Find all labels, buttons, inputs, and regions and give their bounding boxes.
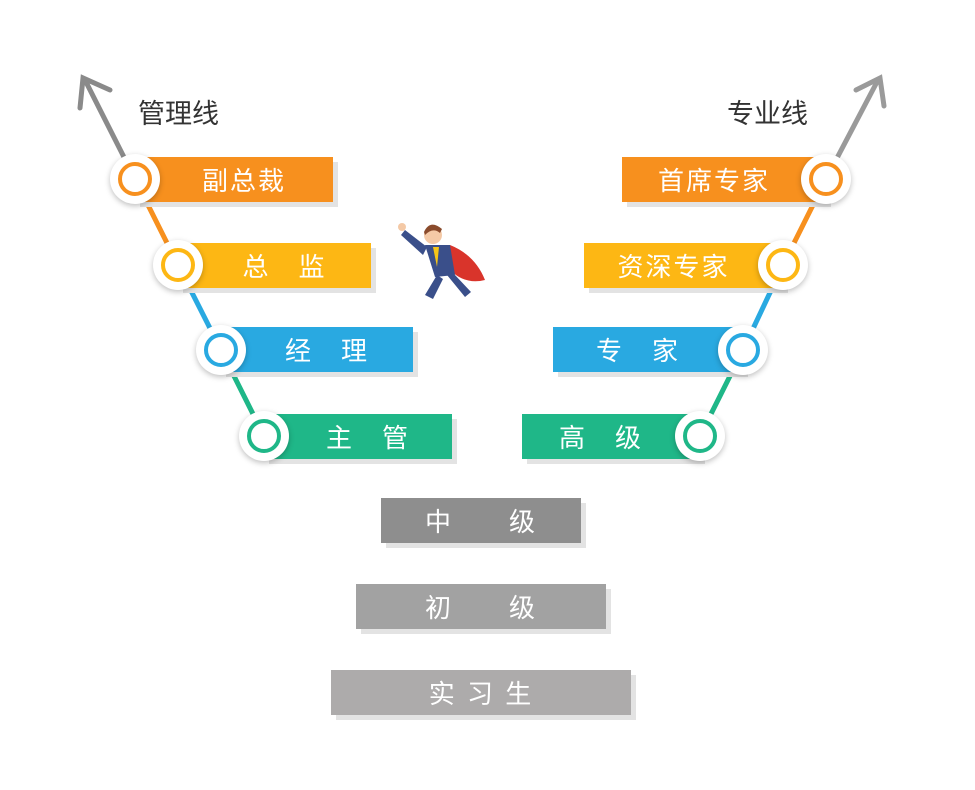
node-circle <box>110 154 160 204</box>
superhero-illustration <box>398 223 485 299</box>
node-circle <box>153 240 203 290</box>
node-circle <box>718 325 768 375</box>
management-line-title: 管理线 <box>138 99 219 130</box>
level-supervisor: 主 管 <box>264 414 452 459</box>
level-manager: 经 理 <box>221 327 413 372</box>
level-director: 总 监 <box>178 243 371 288</box>
node-circle <box>239 411 289 461</box>
level-vice-president: 副总裁 <box>135 157 333 202</box>
node-circle <box>801 154 851 204</box>
level-chief-expert: 首席专家 <box>622 157 826 202</box>
level-expert: 专 家 <box>553 327 743 372</box>
node-circle <box>196 325 246 375</box>
level-intermediate: 中 级 <box>381 498 581 543</box>
level-junior: 初 级 <box>356 584 606 629</box>
professional-line-title: 专业线 <box>727 99 808 130</box>
node-circle <box>758 240 808 290</box>
level-senior: 高 级 <box>522 414 700 459</box>
node-circle <box>675 411 725 461</box>
level-intern: 实 习 生 <box>331 670 631 715</box>
level-senior-expert: 资深专家 <box>584 243 783 288</box>
